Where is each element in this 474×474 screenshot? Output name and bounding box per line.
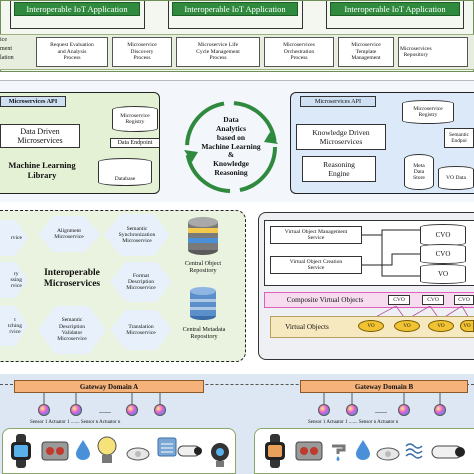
app-outline-2 xyxy=(168,1,303,29)
reasoning-engine: Reasoning Engine xyxy=(302,156,376,182)
central-object-repo-icon xyxy=(188,217,218,255)
hvac-icon xyxy=(157,437,177,457)
app-outline-1 xyxy=(10,1,145,29)
actuator-icon xyxy=(154,404,166,416)
sensor-icon xyxy=(38,404,50,416)
sensor-icon xyxy=(126,404,138,416)
vo-store: VO xyxy=(420,264,466,284)
app-title-1: Interoperable IoT Application xyxy=(14,2,140,16)
gateway-dashed-line xyxy=(0,384,474,385)
gateway-a-ellipsis: ...... xyxy=(99,405,111,415)
left-partial-label: ice ment lation xyxy=(0,37,14,61)
sensor-icon xyxy=(318,404,330,416)
app-title-2: Interoperable IoT Application xyxy=(172,2,298,16)
vo-item: VO xyxy=(394,320,420,332)
actuator-icon xyxy=(70,404,82,416)
cvo-item: CVO xyxy=(422,295,444,305)
process-box: Microservices Orchestration Process xyxy=(264,37,334,67)
data-driven-service: Data Driven Microservices xyxy=(0,124,80,148)
smoke-detector-icon xyxy=(126,447,150,461)
bulb-icon xyxy=(97,436,117,463)
vo-item: VO xyxy=(460,320,474,332)
gateway-b-links xyxy=(323,393,441,405)
devices-panel-a xyxy=(2,428,236,474)
semantic-endpoint: Semantic Endpoi xyxy=(444,128,474,148)
hex-semantic-sync: Semantic Synchronization Microservice xyxy=(104,214,170,256)
sensor-icon xyxy=(398,404,410,416)
analytics-center-label: Data Analytics based on Machine Learning… xyxy=(201,115,261,177)
actuator-icon xyxy=(346,404,358,416)
central-object-repo-label: Central Object Repository xyxy=(184,260,222,274)
analytics-cycle-arrows xyxy=(184,101,278,193)
process-box: Microservice Life Cycle Management Proce… xyxy=(176,37,260,67)
composite-vo-label: Composite Virtual Objects xyxy=(286,296,364,304)
security-camera-icon xyxy=(177,445,202,457)
central-metadata-repo-icon xyxy=(190,287,216,320)
cvo-store-2: CVO xyxy=(420,244,466,264)
process-box: Microservices Repository xyxy=(398,37,468,67)
right-registry: Microservice Registry xyxy=(402,100,454,124)
vo-item: VO xyxy=(428,320,454,332)
left-database: Database xyxy=(98,158,152,186)
gateway-a-device-labels: Sensor 1 Actuator 1 ....... Sensor n Act… xyxy=(30,420,121,425)
central-metadata-repo-label: Central Metadata Repository xyxy=(182,326,226,340)
app-title-3: Interoperable IoT Application xyxy=(330,2,460,16)
cvo-item: CVO xyxy=(454,295,474,305)
interop-title: Interoperable Microservices xyxy=(43,268,101,289)
waves-icon xyxy=(405,443,423,459)
lego-sensor-icon xyxy=(295,441,323,461)
drop-icon xyxy=(76,440,90,460)
data-driven-api: Microservices API xyxy=(0,96,66,107)
cvo-item: CVO xyxy=(388,295,410,305)
cvo-vo-links xyxy=(369,306,471,320)
left-endpoint: Data Endpoint xyxy=(110,138,160,148)
gateway-domain-a: Gateway Domain A xyxy=(14,380,204,393)
drop-icon xyxy=(356,440,370,460)
composite-vo-band xyxy=(264,292,474,308)
vo-management-service: Virtual Object Management Service xyxy=(270,226,362,244)
gateway-b-device-labels: Sensor 1 Actuator 1 ....... Sensor n Act… xyxy=(308,420,399,425)
security-camera-icon xyxy=(431,445,465,459)
water-faucet-icon xyxy=(332,444,346,461)
process-box: Microservice Template Management xyxy=(338,37,394,67)
knowledge-driven-api: Microservices API xyxy=(300,96,376,107)
meta-data-store: Meta Data Store xyxy=(404,154,434,190)
knowledge-driven-service: Knowledge Driven Microservices xyxy=(296,124,386,150)
actuator-icon xyxy=(434,404,446,416)
gateway-domain-b: Gateway Domain B xyxy=(300,380,468,393)
process-box: Microservice Discovery Process xyxy=(112,37,172,67)
smartwatch-icon xyxy=(265,434,285,468)
gateway-b-ellipsis: ...... xyxy=(375,405,387,415)
ml-library: Machine Learning Library xyxy=(8,160,76,180)
vo-data-store: VO Data xyxy=(438,166,474,190)
app-outline-3 xyxy=(326,1,464,29)
smart-camera-icon xyxy=(211,443,229,467)
lego-sensor-icon xyxy=(41,441,69,461)
vo-label: Virtual Objects xyxy=(285,323,329,331)
gateway-a-links xyxy=(43,393,161,405)
smartwatch-icon xyxy=(11,434,31,468)
process-box: Request Evaluation and Analysis Process xyxy=(36,37,108,67)
left-registry: Microservice Registry xyxy=(112,106,158,132)
smoke-detector-icon xyxy=(376,447,400,461)
vo-creation-service: Virtual Object Creation Service xyxy=(270,256,362,274)
vo-service-connectors xyxy=(362,229,420,277)
cvo-store-1: CVO xyxy=(420,224,466,246)
vo-item: VO xyxy=(358,320,384,332)
